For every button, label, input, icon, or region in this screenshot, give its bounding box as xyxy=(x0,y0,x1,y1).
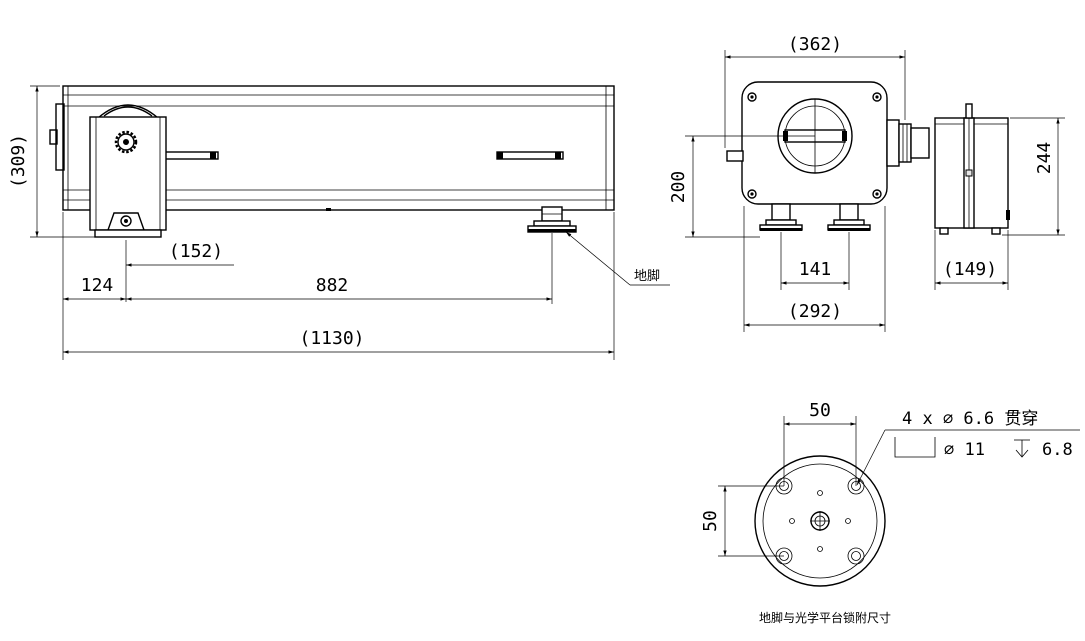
hole-spec-depth: 6.8 xyxy=(1042,440,1073,460)
dim-side-total-length: (1130) xyxy=(299,328,364,349)
counterbore-icon xyxy=(894,437,936,458)
dim-foot-vertical: 50 xyxy=(700,510,721,532)
dim-side-foot-offset: 124 xyxy=(81,275,114,296)
end-view: (362) 200 141 (292) xyxy=(668,34,930,332)
foot-detail-caption: 地脚与光学平台锁附尺寸 xyxy=(759,610,891,625)
foot-label: 地脚 xyxy=(634,268,660,284)
dim-end-height: 200 xyxy=(668,171,689,204)
side-view: (309) (152) 124 882 (1130) 地脚 xyxy=(8,85,670,360)
hole-spec-line1: 4 x ∅ 6.6 贯穿 xyxy=(902,409,1038,429)
dim-side-foot-spacing: 882 xyxy=(316,275,349,296)
dim-end-width-top: (362) xyxy=(788,34,842,55)
right-rail xyxy=(496,151,564,160)
dim-foot-horizontal: 50 xyxy=(809,400,831,421)
foot-detail: 50 50 4 x ∅ 6.6 贯穿 ∅ 11 6.8 地脚与光学平台锁附尺寸 xyxy=(700,400,1080,625)
hole-spec-counterbore: ∅ 11 xyxy=(944,440,985,460)
dim-side-roller: (152) xyxy=(169,241,223,262)
dim-right-width: (149) xyxy=(943,259,997,280)
dim-end-foot-spacing: 141 xyxy=(799,259,832,280)
main-tube-body xyxy=(62,85,615,211)
left-rail xyxy=(159,151,219,160)
depth-icon xyxy=(1014,439,1030,458)
left-end-cap xyxy=(55,103,65,171)
dim-end-width-bottom: (292) xyxy=(788,301,842,322)
dim-side-height: (309) xyxy=(8,134,29,188)
right-view: 244 (149) xyxy=(934,103,1065,290)
dim-right-height: 244 xyxy=(1034,142,1055,175)
